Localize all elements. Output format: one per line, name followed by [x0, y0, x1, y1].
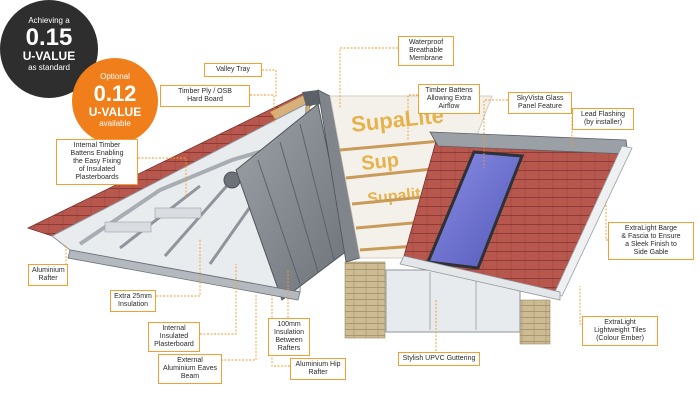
callout-line: Aluminium — [32, 267, 65, 274]
badge-prefix: Achieving a — [28, 16, 70, 25]
callout-line: Rafter — [308, 369, 328, 376]
callout-lead-flashing: Lead Flashing (by installer) — [572, 108, 634, 130]
callout-line: Beam — [180, 373, 200, 380]
callout-line: Valley Tray — [215, 66, 251, 73]
callout-line: 100mm — [277, 321, 301, 328]
callout-upvc-guttering: Stylish UPVC Guttering — [398, 352, 480, 366]
callout-line: Rafters — [277, 345, 301, 352]
callout-line: a Sleek Finish to — [625, 241, 677, 248]
callout-line: Battens Enabling — [70, 150, 124, 157]
callout-line: Insulation — [274, 329, 304, 336]
callout-waterproof-membrane: Waterproof Breathable Membrane — [398, 36, 454, 66]
callout-line: Membrane — [409, 55, 443, 62]
callout-line: Insulation — [118, 301, 148, 308]
eaves-beam — [67, 249, 301, 301]
brick-pier-left — [344, 261, 386, 339]
callout-line: Plasterboards — [75, 174, 119, 181]
badge-value: 0.15 — [25, 24, 73, 51]
callout-line: (by installer) — [583, 119, 623, 126]
callout-line: Extra 25mm — [114, 293, 152, 300]
callout-line: Lightweight Tiles — [594, 327, 646, 334]
callout-line: Timber Ply / OSB — [178, 88, 232, 95]
callout-line: the Easy Fixing — [73, 158, 121, 165]
callout-extralight-barge: ExtraLight Barge & Fascia to Ensure a Sl… — [608, 222, 694, 260]
callout-line: Airflow — [438, 103, 460, 110]
callout-line: ExtraLight Barge — [624, 225, 678, 232]
barge-fascia — [553, 145, 633, 297]
badge-label: U-VALUE — [22, 49, 76, 63]
callout-aluminium-rafter: Aluminium Rafter — [28, 264, 68, 286]
callout-line: & Fascia to Ensure — [621, 233, 681, 240]
callout-valley-tray: Valley Tray — [204, 63, 262, 77]
callout-internal-battens: Internal Timber Battens Enabling the Eas… — [56, 139, 138, 185]
callout-insulation-rafters: 100mm Insulation Between Rafters — [268, 318, 310, 356]
callout-timber-ply: Timber Ply / OSB Hard Board — [160, 85, 250, 107]
skyvista-glass-panel — [425, 150, 525, 270]
callout-internal-plasterboard: Internal Insulated Plasterboard — [148, 322, 200, 352]
callout-line: Breathable — [409, 47, 443, 54]
callout-line: Plasterboard — [154, 341, 194, 348]
badge-value: 0.12 — [93, 81, 137, 106]
badge-suffix: available — [99, 119, 131, 128]
callout-line: Internal — [162, 325, 186, 332]
svg-text:Sup: Sup — [360, 149, 400, 175]
callout-line: (Colour Ember) — [596, 335, 644, 342]
ridge-beam — [302, 90, 322, 106]
callout-line: of Insulated — [78, 166, 116, 173]
callout-hip-rafter: Aluminium Hip Rafter — [290, 358, 346, 380]
callout-line: Hard Board — [187, 96, 223, 103]
brick-pier-right — [519, 299, 551, 345]
callout-line: Allowing Extra — [426, 95, 472, 102]
callout-line: Between — [275, 337, 303, 344]
badge-label: U-VALUE — [88, 105, 142, 119]
u-value-optional-badge: Optional 0.12 U-VALUE available — [72, 58, 158, 144]
callout-line: External — [177, 357, 203, 364]
callout-line: Panel Feature — [518, 103, 562, 110]
callout-extra-insulation: Extra 25mm Insulation — [110, 290, 156, 312]
badge-prefix: Optional — [100, 72, 130, 81]
callout-eaves-beam: External Aluminium Eaves Beam — [158, 354, 222, 384]
callout-skyvista-glass: SkyVista Glass Panel Feature — [508, 92, 572, 114]
callout-line: Lead Flashing — [581, 111, 625, 118]
callout-timber-battens: Timber Battens Allowing Extra Airflow — [418, 84, 480, 114]
callout-line: Aluminium Eaves — [162, 365, 218, 372]
callout-line: Internal Timber — [73, 142, 121, 149]
callout-line: Side Gable — [633, 249, 669, 256]
callout-line: SkyVista Glass — [516, 95, 564, 102]
callout-line: Stylish UPVC Guttering — [402, 355, 476, 362]
upvc-guttering — [399, 255, 561, 301]
callout-line: Timber Battens — [425, 87, 473, 94]
callout-line: Waterproof — [408, 39, 444, 46]
callout-line: Aluminium Hip — [295, 361, 341, 368]
badge-suffix: as standard — [28, 63, 70, 72]
callout-line: Rafter — [38, 275, 58, 282]
callout-extralight-tiles: ExtraLight Lightweight Tiles (Colour Emb… — [582, 316, 658, 346]
callout-line: ExtraLight — [604, 319, 636, 326]
callout-line: Insulated — [159, 333, 189, 340]
